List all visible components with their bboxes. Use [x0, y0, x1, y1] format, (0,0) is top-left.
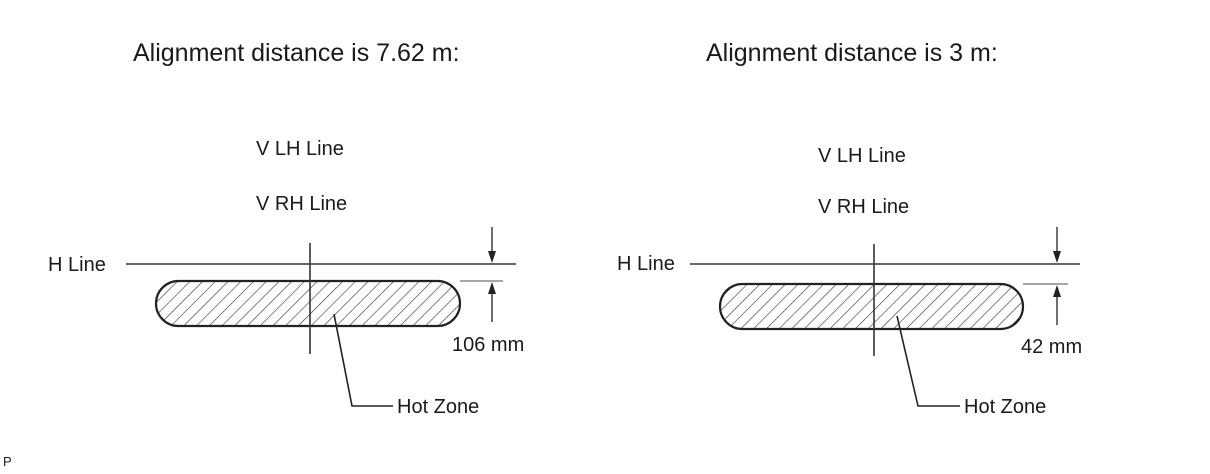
- h-line-label: H Line: [48, 254, 106, 276]
- hot-zone-label: Hot Zone: [964, 396, 1046, 418]
- v-rh-line-label: V RH Line: [256, 193, 347, 215]
- dimension-arrow-head-top: [488, 251, 496, 263]
- v-rh-line-label: V RH Line: [818, 196, 909, 218]
- hot-zone-leader: [896, 315, 960, 407]
- h-line-label: H Line: [617, 253, 675, 275]
- panel-right: Alignment distance is 3 m: V LH Line V R…: [617, 39, 1082, 418]
- dimension-arrow-head-bottom: [1053, 285, 1061, 297]
- corner-mark: P: [3, 454, 12, 469]
- dimension-arrow-head-bottom: [488, 282, 496, 294]
- hot-zone-shape: [154, 279, 462, 328]
- v-lh-line-label: V LH Line: [818, 145, 906, 167]
- v-lh-line-label: V LH Line: [256, 138, 344, 160]
- dimension-label: 106 mm: [452, 334, 524, 356]
- hot-zone-leader: [333, 313, 393, 407]
- dimension-arrow-head-top: [1053, 251, 1061, 263]
- hot-zone-shape: [718, 282, 1025, 331]
- panel-title: Alignment distance is 3 m:: [706, 39, 998, 67]
- panel-title: Alignment distance is 7.62 m:: [133, 39, 460, 67]
- dimension-label: 42 mm: [1021, 336, 1082, 358]
- hot-zone-label: Hot Zone: [397, 396, 479, 418]
- panel-left: Alignment distance is 7.62 m: V LH Line …: [48, 39, 524, 418]
